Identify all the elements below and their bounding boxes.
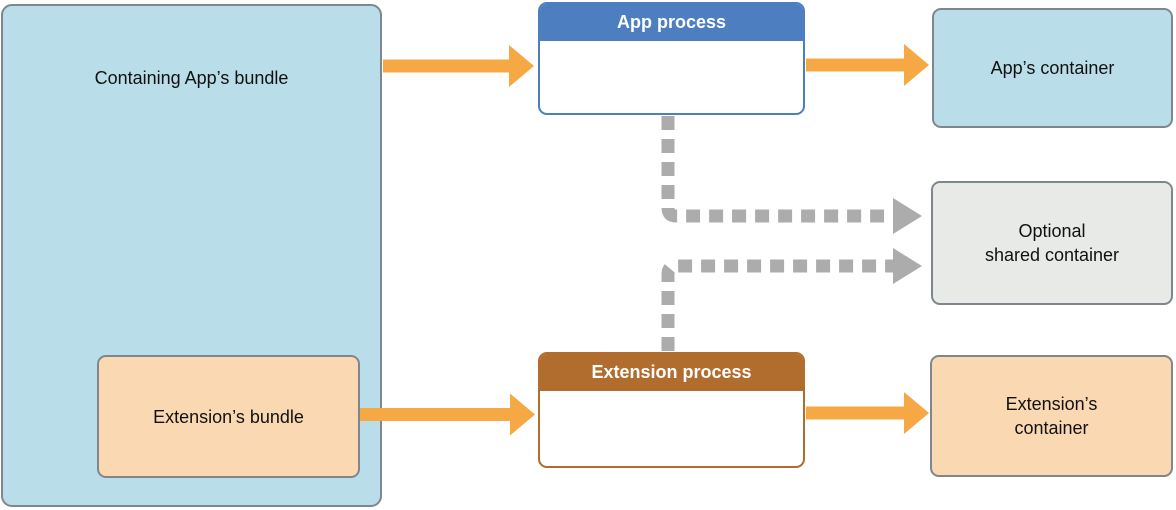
app-container-box: App’s container [932,8,1173,128]
extension-container-label: Extension’s container [1006,392,1098,440]
arrow-app-process-to-app-container [806,44,929,86]
arrow-bundle-to-app-process [383,45,534,87]
app-container-label: App’s container [990,58,1115,78]
extension-process-box: Extension process [538,352,805,468]
shared-container-label-line2: shared container [984,245,1120,265]
extension-bundle-label: Extension’s bundle [153,406,304,427]
shared-container-label: Optional shared container [985,219,1119,267]
extension-container-box: Extension’s container [930,355,1173,477]
arrow-extension-process-to-extension-container [806,392,929,434]
extension-container-label-line2: container [1014,418,1089,438]
containing-app-bundle-label: Containing App’s bundle [94,68,289,88]
shared-container-box: Optional shared container [931,181,1173,305]
app-process-title: App process [540,4,803,41]
shared-container-label-line1: Optional [1018,221,1086,241]
app-process-box: App process [538,2,805,115]
arrow-bundle-to-extension-process [360,393,535,436]
extension-process-title: Extension process [540,354,803,391]
dashed-arrow-app-process-to-shared-container [661,116,922,234]
dashed-arrow-extension-process-to-shared-container [661,248,922,351]
extension-container-label-line1: Extension’s [1005,394,1098,414]
extension-bundle-box: Extension’s bundle [97,355,360,478]
